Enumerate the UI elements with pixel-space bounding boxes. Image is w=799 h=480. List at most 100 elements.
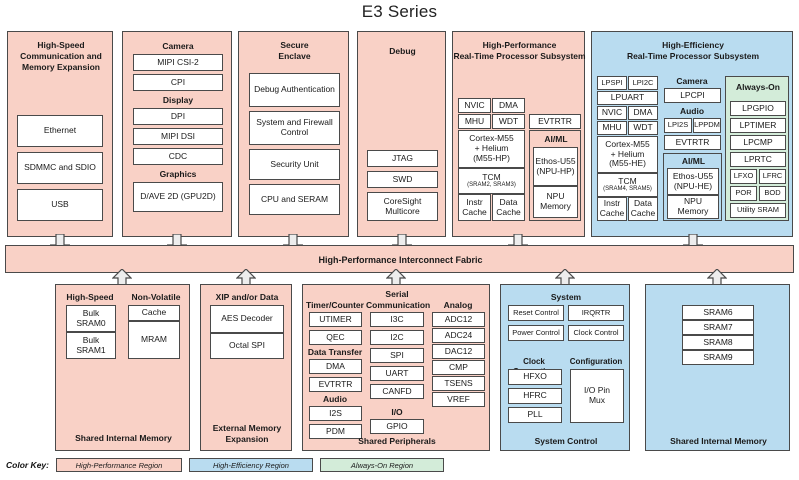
block-lpgpio[interactable]: LPGPIO (730, 101, 786, 116)
block-pll[interactable]: PLL (508, 407, 562, 423)
block-lppdm[interactable]: LPPDM (693, 118, 721, 133)
block-npu-memory-he[interactable]: NPU Memory (667, 195, 719, 219)
block-lfxo[interactable]: LFXO (730, 169, 757, 184)
panel-title-debug: Debug (389, 46, 416, 56)
block-por[interactable]: POR (730, 186, 757, 201)
block-sram9[interactable]: SRAM9 (682, 350, 754, 365)
block-lprtc[interactable]: LPRTC (730, 152, 786, 167)
block-hfrc[interactable]: HFRC (508, 388, 562, 404)
block-dma-he[interactable]: DMA (628, 106, 658, 120)
block-adc12[interactable]: ADC12 (432, 312, 485, 327)
block-debug-authentication[interactable]: Debug Authentication (249, 73, 340, 107)
block-clock-control[interactable]: Clock Control (568, 325, 624, 341)
block-evtrtr[interactable]: EVTRTR (529, 114, 581, 129)
block-qec[interactable]: QEC (309, 330, 362, 345)
block-cdc[interactable]: CDC (133, 148, 223, 165)
block-ethernet[interactable]: Ethernet (17, 115, 103, 147)
block-sram7[interactable]: SRAM7 (682, 320, 754, 335)
block-dma-periph[interactable]: DMA (309, 359, 362, 374)
block-sram8[interactable]: SRAM8 (682, 335, 754, 350)
block-wdt-he[interactable]: WDT (628, 121, 658, 135)
block-canfd[interactable]: CANFD (370, 384, 424, 399)
block-bod[interactable]: BOD (759, 186, 786, 201)
block-cortex-m55-he[interactable]: Cortex-M55 + Helium (M55-HE) (597, 136, 658, 173)
block-utility-sram[interactable]: Utility SRAM (730, 203, 786, 218)
block-i2c[interactable]: I2C (370, 330, 424, 345)
block-wdt[interactable]: WDT (492, 114, 525, 129)
panel-footer-line1: External Memory (212, 423, 282, 433)
block-dma[interactable]: DMA (492, 98, 525, 113)
block-io-pin-mux[interactable]: I/O Pin Mux (570, 369, 624, 423)
block-instr-cache[interactable]: Instr Cache (458, 194, 491, 221)
block-mhu-he[interactable]: MHU (597, 121, 627, 135)
block-evtrtr-periph[interactable]: EVTRTR (309, 377, 362, 392)
block-nvic-he[interactable]: NVIC (597, 106, 627, 120)
block-bulk-sram0[interactable]: Bulk SRAM0 (66, 305, 116, 332)
block-spi[interactable]: SPI (370, 348, 424, 363)
panel-high-speed-communication: High-Speed Communication and Memory Expa… (7, 31, 113, 237)
block-mhu[interactable]: MHU (458, 114, 491, 129)
block-mram[interactable]: MRAM (128, 321, 180, 359)
block-evtrtr-he[interactable]: EVTRTR (664, 135, 721, 150)
block-i3c[interactable]: I3C (370, 312, 424, 327)
group-header-data-transfer: Data Transfer (307, 347, 363, 357)
block-swd[interactable]: SWD (367, 171, 438, 188)
block-dac12[interactable]: DAC12 (432, 344, 485, 359)
block-cpi[interactable]: CPI (133, 74, 223, 91)
block-vref[interactable]: VREF (432, 392, 485, 407)
block-system-firewall-control[interactable]: System and Firewall Control (249, 111, 340, 145)
block-lpcmp[interactable]: LPCMP (730, 135, 786, 150)
block-power-control[interactable]: Power Control (508, 325, 564, 341)
block-tcm-he[interactable]: TCM (SRAM4, SRAM5) (597, 173, 658, 197)
block-uart[interactable]: UART (370, 366, 424, 381)
block-bulk-sram1[interactable]: Bulk SRAM1 (66, 332, 116, 359)
block-cache[interactable]: Cache (128, 305, 180, 321)
block-usb[interactable]: USB (17, 189, 103, 221)
panel-title-line1: Secure (280, 40, 309, 50)
block-ethos-u55-he[interactable]: Ethos-U55 (NPU-HE) (667, 168, 719, 195)
block-data-cache[interactable]: Data Cache (492, 194, 525, 221)
block-tsens[interactable]: TSENS (432, 376, 485, 391)
block-lpi2s[interactable]: LPI2S (664, 118, 692, 133)
block-i2s[interactable]: I2S (309, 406, 362, 421)
block-aes-decoder[interactable]: AES Decoder (210, 305, 284, 333)
block-nvic[interactable]: NVIC (458, 98, 491, 113)
block-lptimer[interactable]: LPTIMER (730, 118, 786, 133)
group-header-camera: Camera (162, 41, 194, 51)
block-dpi[interactable]: DPI (133, 108, 223, 125)
core-line2: + Helium (474, 143, 509, 154)
block-gpio[interactable]: GPIO (370, 419, 424, 434)
block-irqrtr[interactable]: IRQRTR (568, 305, 624, 321)
block-lpspi[interactable]: LPSPI (597, 76, 627, 90)
block-adc24[interactable]: ADC24 (432, 328, 485, 343)
block-data-cache-he[interactable]: Data Cache (628, 197, 658, 221)
block-security-unit[interactable]: Security Unit (249, 149, 340, 180)
block-cortex-m55-hp[interactable]: Cortex-M55 + Helium (M55-HP) (458, 130, 525, 168)
block-dave-2d[interactable]: D/AVE 2D (GPU2D) (133, 182, 223, 212)
block-lpuart[interactable]: LPUART (597, 91, 658, 105)
block-lfrc[interactable]: LFRC (759, 169, 786, 184)
block-ethos-u55-hp[interactable]: Ethos-U55 (NPU-HP) (533, 147, 578, 186)
group-header-system: System (550, 292, 582, 302)
block-octal-spi[interactable]: Octal SPI (210, 333, 284, 359)
block-tcm-hp[interactable]: TCM (SRAM2, SRAM3) (458, 168, 525, 194)
block-hfxo[interactable]: HFXO (508, 369, 562, 385)
block-lpi2c[interactable]: LPI2C (628, 76, 658, 90)
block-jtag[interactable]: JTAG (367, 150, 438, 167)
column-header-high-speed: High-Speed (66, 292, 114, 302)
block-mipi-dsi[interactable]: MIPI DSI (133, 128, 223, 145)
block-mipi-csi-2[interactable]: MIPI CSI-2 (133, 54, 223, 71)
block-sdmmc-sdio[interactable]: SDMMC and SDIO (17, 152, 103, 184)
block-npu-memory-hp[interactable]: NPU Memory (533, 186, 578, 218)
block-coresight-multicore[interactable]: CoreSight Multicore (367, 192, 438, 221)
group-header-ai-ml: AI/ML (544, 134, 568, 144)
block-sram6[interactable]: SRAM6 (682, 305, 754, 320)
block-cpu-seram[interactable]: CPU and SERAM (249, 184, 340, 215)
block-pdm[interactable]: PDM (309, 424, 362, 439)
column-header-non-volatile: Non-Volatile (131, 292, 181, 302)
block-instr-cache-he[interactable]: Instr Cache (597, 197, 627, 221)
block-utimer[interactable]: UTIMER (309, 312, 362, 327)
block-reset-control[interactable]: Reset Control (508, 305, 564, 321)
block-cmp[interactable]: CMP (432, 360, 485, 375)
block-lpcpi[interactable]: LPCPI (664, 88, 721, 103)
